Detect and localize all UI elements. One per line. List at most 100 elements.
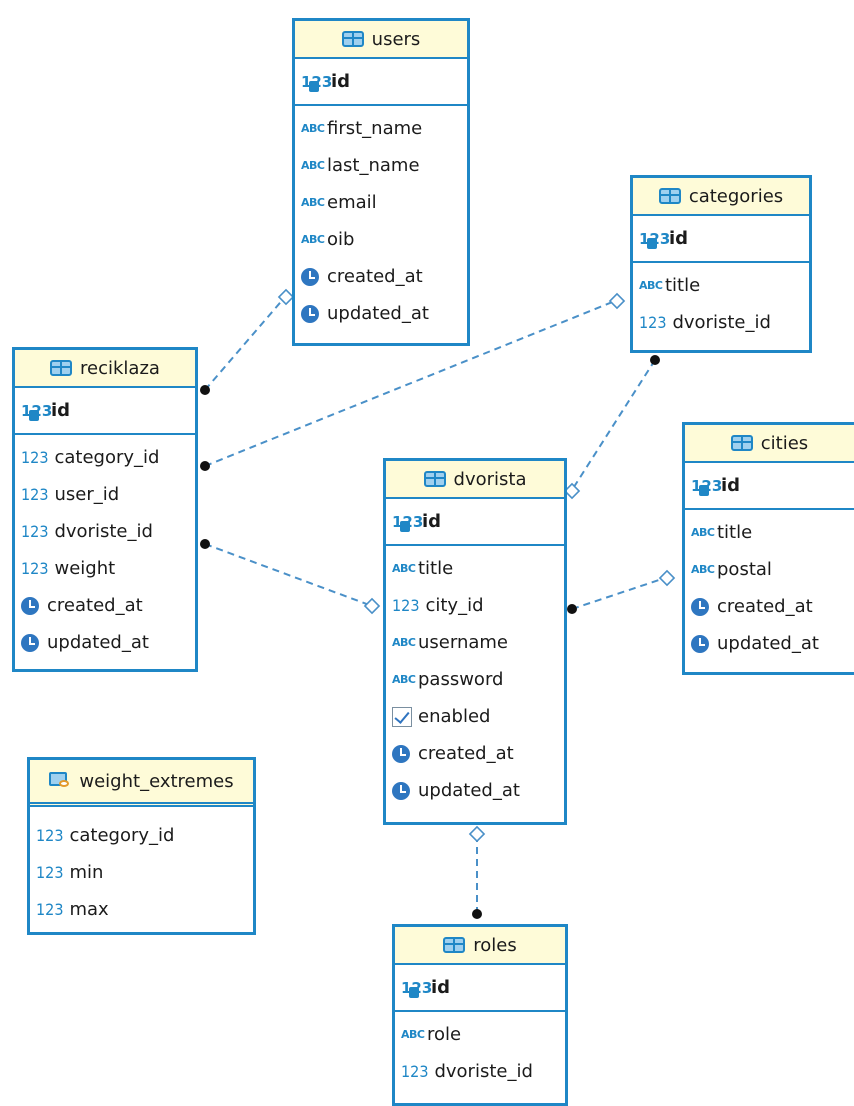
one-end-diamond <box>658 569 676 587</box>
number-type-icon: 123 <box>392 596 420 615</box>
many-end-dot <box>200 461 210 471</box>
column-row[interactable]: created_at <box>392 735 558 772</box>
column-row[interactable]: updated_at <box>691 625 848 662</box>
primary-key-row[interactable]: 123 id <box>691 467 848 504</box>
one-end-diamond <box>468 825 486 843</box>
column-row[interactable]: created_at <box>21 587 189 624</box>
entity-header: categories <box>633 178 809 216</box>
clock-icon <box>691 634 709 653</box>
entity-title: users <box>371 28 421 50</box>
text-type-icon: ABC <box>691 526 715 539</box>
number-type-icon: 123 <box>21 559 49 578</box>
many-end-dot <box>200 385 210 395</box>
clock-icon <box>21 633 39 652</box>
one-end-diamond <box>363 597 381 615</box>
column-row[interactable]: created_at <box>691 588 848 625</box>
table-icon <box>730 435 753 451</box>
text-type-icon: ABC <box>401 1028 425 1041</box>
entity-header: dvorista <box>386 461 564 499</box>
clock-icon <box>21 596 39 615</box>
text-type-icon: ABC <box>392 673 416 686</box>
number-type-icon: 123 <box>21 522 49 541</box>
column-row[interactable]: updated_at <box>301 295 461 332</box>
link-reciklaza-users <box>204 296 286 391</box>
entity-header: roles <box>395 927 565 965</box>
primary-key-icon: 123 <box>639 230 670 249</box>
entity-title: dvorista <box>453 468 527 490</box>
table-icon <box>658 188 681 204</box>
primary-key-row[interactable]: 123 id <box>392 503 558 540</box>
one-end-diamond <box>563 482 581 500</box>
primary-key-icon: 123 <box>691 477 722 496</box>
primary-key-icon: 123 <box>392 513 423 532</box>
primary-key-icon: 123 <box>301 73 332 92</box>
many-end-dot <box>650 355 660 365</box>
entity-header: cities <box>685 425 854 463</box>
column-row[interactable]: created_at <box>301 258 461 295</box>
number-type-icon: 123 <box>36 863 64 882</box>
one-end-diamond <box>608 292 626 310</box>
primary-key-row[interactable]: 123 id <box>639 220 803 257</box>
entity-title: reciklaza <box>80 357 160 379</box>
clock-icon <box>301 267 319 286</box>
entity-header: weight_extremes <box>30 760 253 807</box>
many-end-dot <box>567 604 577 614</box>
clock-icon <box>691 597 709 616</box>
number-type-icon: 123 <box>401 1062 429 1081</box>
number-type-icon: 123 <box>36 826 64 845</box>
primary-key-row[interactable]: 123 id <box>21 392 189 429</box>
entity-title: categories <box>688 185 784 207</box>
primary-key-icon: 123 <box>401 979 432 998</box>
text-type-icon: ABC <box>392 562 416 575</box>
primary-key-icon: 123 <box>21 402 52 421</box>
number-type-icon: 123 <box>36 900 64 919</box>
checkbox-icon <box>392 706 412 727</box>
entity-title: cities <box>760 432 809 454</box>
column-row[interactable]: enabled <box>392 698 558 735</box>
text-type-icon: ABC <box>691 563 715 576</box>
number-type-icon: 123 <box>21 485 49 504</box>
text-type-icon: ABC <box>301 122 325 135</box>
many-end-dot <box>472 909 482 919</box>
primary-key-row[interactable]: 123 id <box>401 969 559 1006</box>
many-end-dot <box>200 539 210 549</box>
text-type-icon: ABC <box>392 636 416 649</box>
entity-title: weight_extremes <box>79 770 234 792</box>
primary-key-row[interactable]: 123 id <box>301 63 461 100</box>
number-type-icon: 123 <box>639 313 667 332</box>
column-row[interactable]: updated_at <box>392 772 558 809</box>
view-icon <box>49 772 71 790</box>
text-type-icon: ABC <box>301 196 325 209</box>
column-row[interactable]: updated_at <box>21 624 189 661</box>
table-icon <box>443 937 466 953</box>
